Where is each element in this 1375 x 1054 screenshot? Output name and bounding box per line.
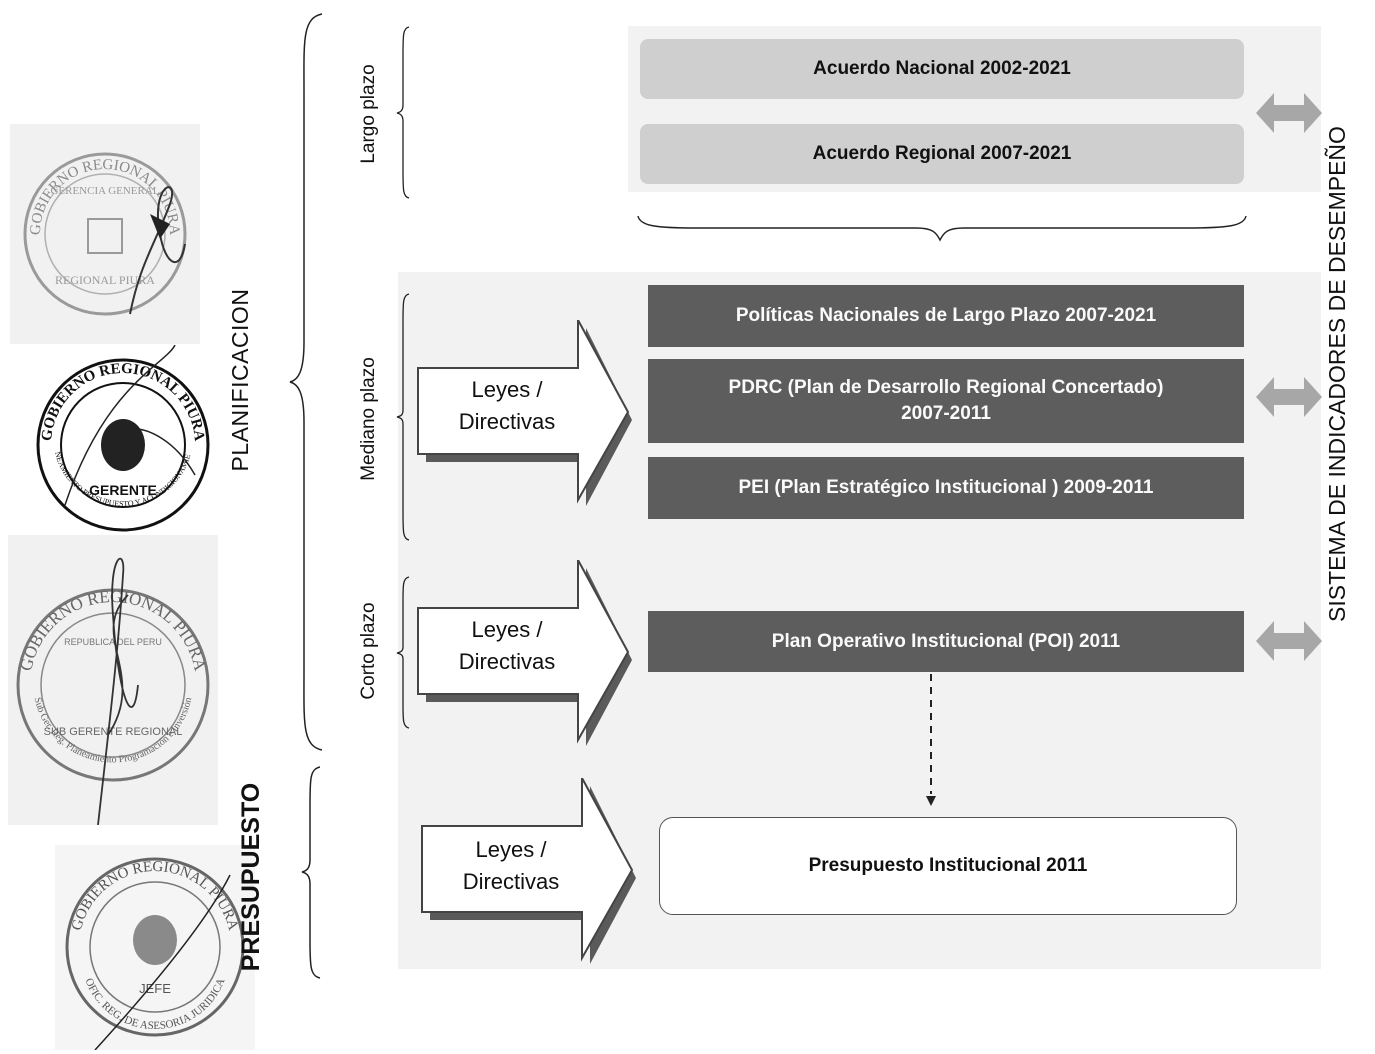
largo-plazo-brace (396, 26, 410, 199)
arrow-2-text-line1: Leyes / (471, 617, 543, 642)
arrow-1-text-line1: Leyes / (471, 377, 543, 402)
leyes-directivas-arrow-2: Leyes / Directivas (412, 560, 632, 746)
politicas-nacionales-box: Políticas Nacionales de Largo Plazo 2007… (648, 285, 1244, 347)
presupuesto-institucional-box: Presupuesto Institucional 2011 (659, 817, 1237, 915)
svg-text:REPUBLICA DEL PERU: REPUBLICA DEL PERU (64, 637, 162, 647)
seal-gerencia-general: GOBIERNO REGIONAL PIURA GERENCIA GENERAL… (10, 124, 200, 344)
arrow-2-text-line2: Directivas (458, 649, 556, 674)
mediano-plazo-brace (396, 293, 410, 541)
arrow-3-text-line1: Leyes / (475, 837, 547, 862)
planificacion-label: PLANIFICACION (227, 288, 253, 472)
largo-plazo-bottom-brace (637, 215, 1247, 242)
presupuesto-label: PRESUPUESTO (237, 782, 265, 972)
poi-to-presupuesto-connector (926, 674, 936, 806)
politicas-nacionales-text: Políticas Nacionales de Largo Plazo 2007… (735, 305, 1157, 326)
sistema-indicadores-label: SISTEMA DE INDICADORES DE DESEMPEÑO (1324, 126, 1350, 622)
pei-box: PEI (Plan Estratégico Institucional ) 20… (648, 457, 1244, 519)
leyes-directivas-arrow-1: Leyes / Directivas (412, 320, 632, 506)
seal-gerente: GOBIERNO REGIONAL PIURA GER. REG. DE PLA… (25, 345, 210, 532)
arrow-1-text-line2: Directivas (458, 409, 556, 434)
planificacion-brace (289, 13, 323, 751)
seal-sub-gerente: GOBIERNO REGIONAL PIURA REPUBLICA DEL PE… (8, 535, 218, 825)
double-arrow-mediano (1256, 377, 1322, 417)
pdrc-text-line1: PDRC (Plan de Desarrollo Regional Concer… (728, 377, 1164, 398)
acuerdo-regional-box: Acuerdo Regional 2007-2021 (640, 124, 1244, 184)
svg-text:GERENCIA GENERAL: GERENCIA GENERAL (50, 185, 159, 197)
pdrc-text-line2: 2007-2011 (901, 403, 991, 424)
svg-text:REGIONAL PIURA: REGIONAL PIURA (55, 273, 155, 287)
pdrc-box: PDRC (Plan de Desarrollo Regional Concer… (648, 359, 1244, 443)
poi-box: Plan Operativo Institucional (POI) 2011 (648, 611, 1244, 672)
largo-plazo-label: Largo plazo (358, 64, 379, 164)
double-arrow-corto (1256, 621, 1322, 661)
pei-text: PEI (Plan Estratégico Institucional ) 20… (738, 477, 1154, 498)
corto-plazo-label: Corto plazo (358, 602, 379, 700)
corto-plazo-brace (396, 576, 410, 729)
mediano-plazo-label: Mediano plazo (358, 357, 379, 481)
presupuesto-brace (301, 766, 321, 979)
leyes-directivas-arrow-3: Leyes / Directivas (416, 778, 636, 964)
acuerdo-nacional-box: Acuerdo Nacional 2002-2021 (640, 39, 1244, 99)
double-arrow-largo (1256, 93, 1322, 133)
svg-text:SUB GERENTE REGIONAL: SUB GERENTE REGIONAL (44, 726, 183, 738)
arrow-3-text-line2: Directivas (462, 869, 560, 894)
svg-text:GERENTE: GERENTE (89, 482, 157, 498)
seal-jefe: GOBIERNO REGIONAL PIURA OFIC. REG. DE AS… (55, 845, 255, 1050)
svg-text:JEFE: JEFE (139, 981, 171, 996)
